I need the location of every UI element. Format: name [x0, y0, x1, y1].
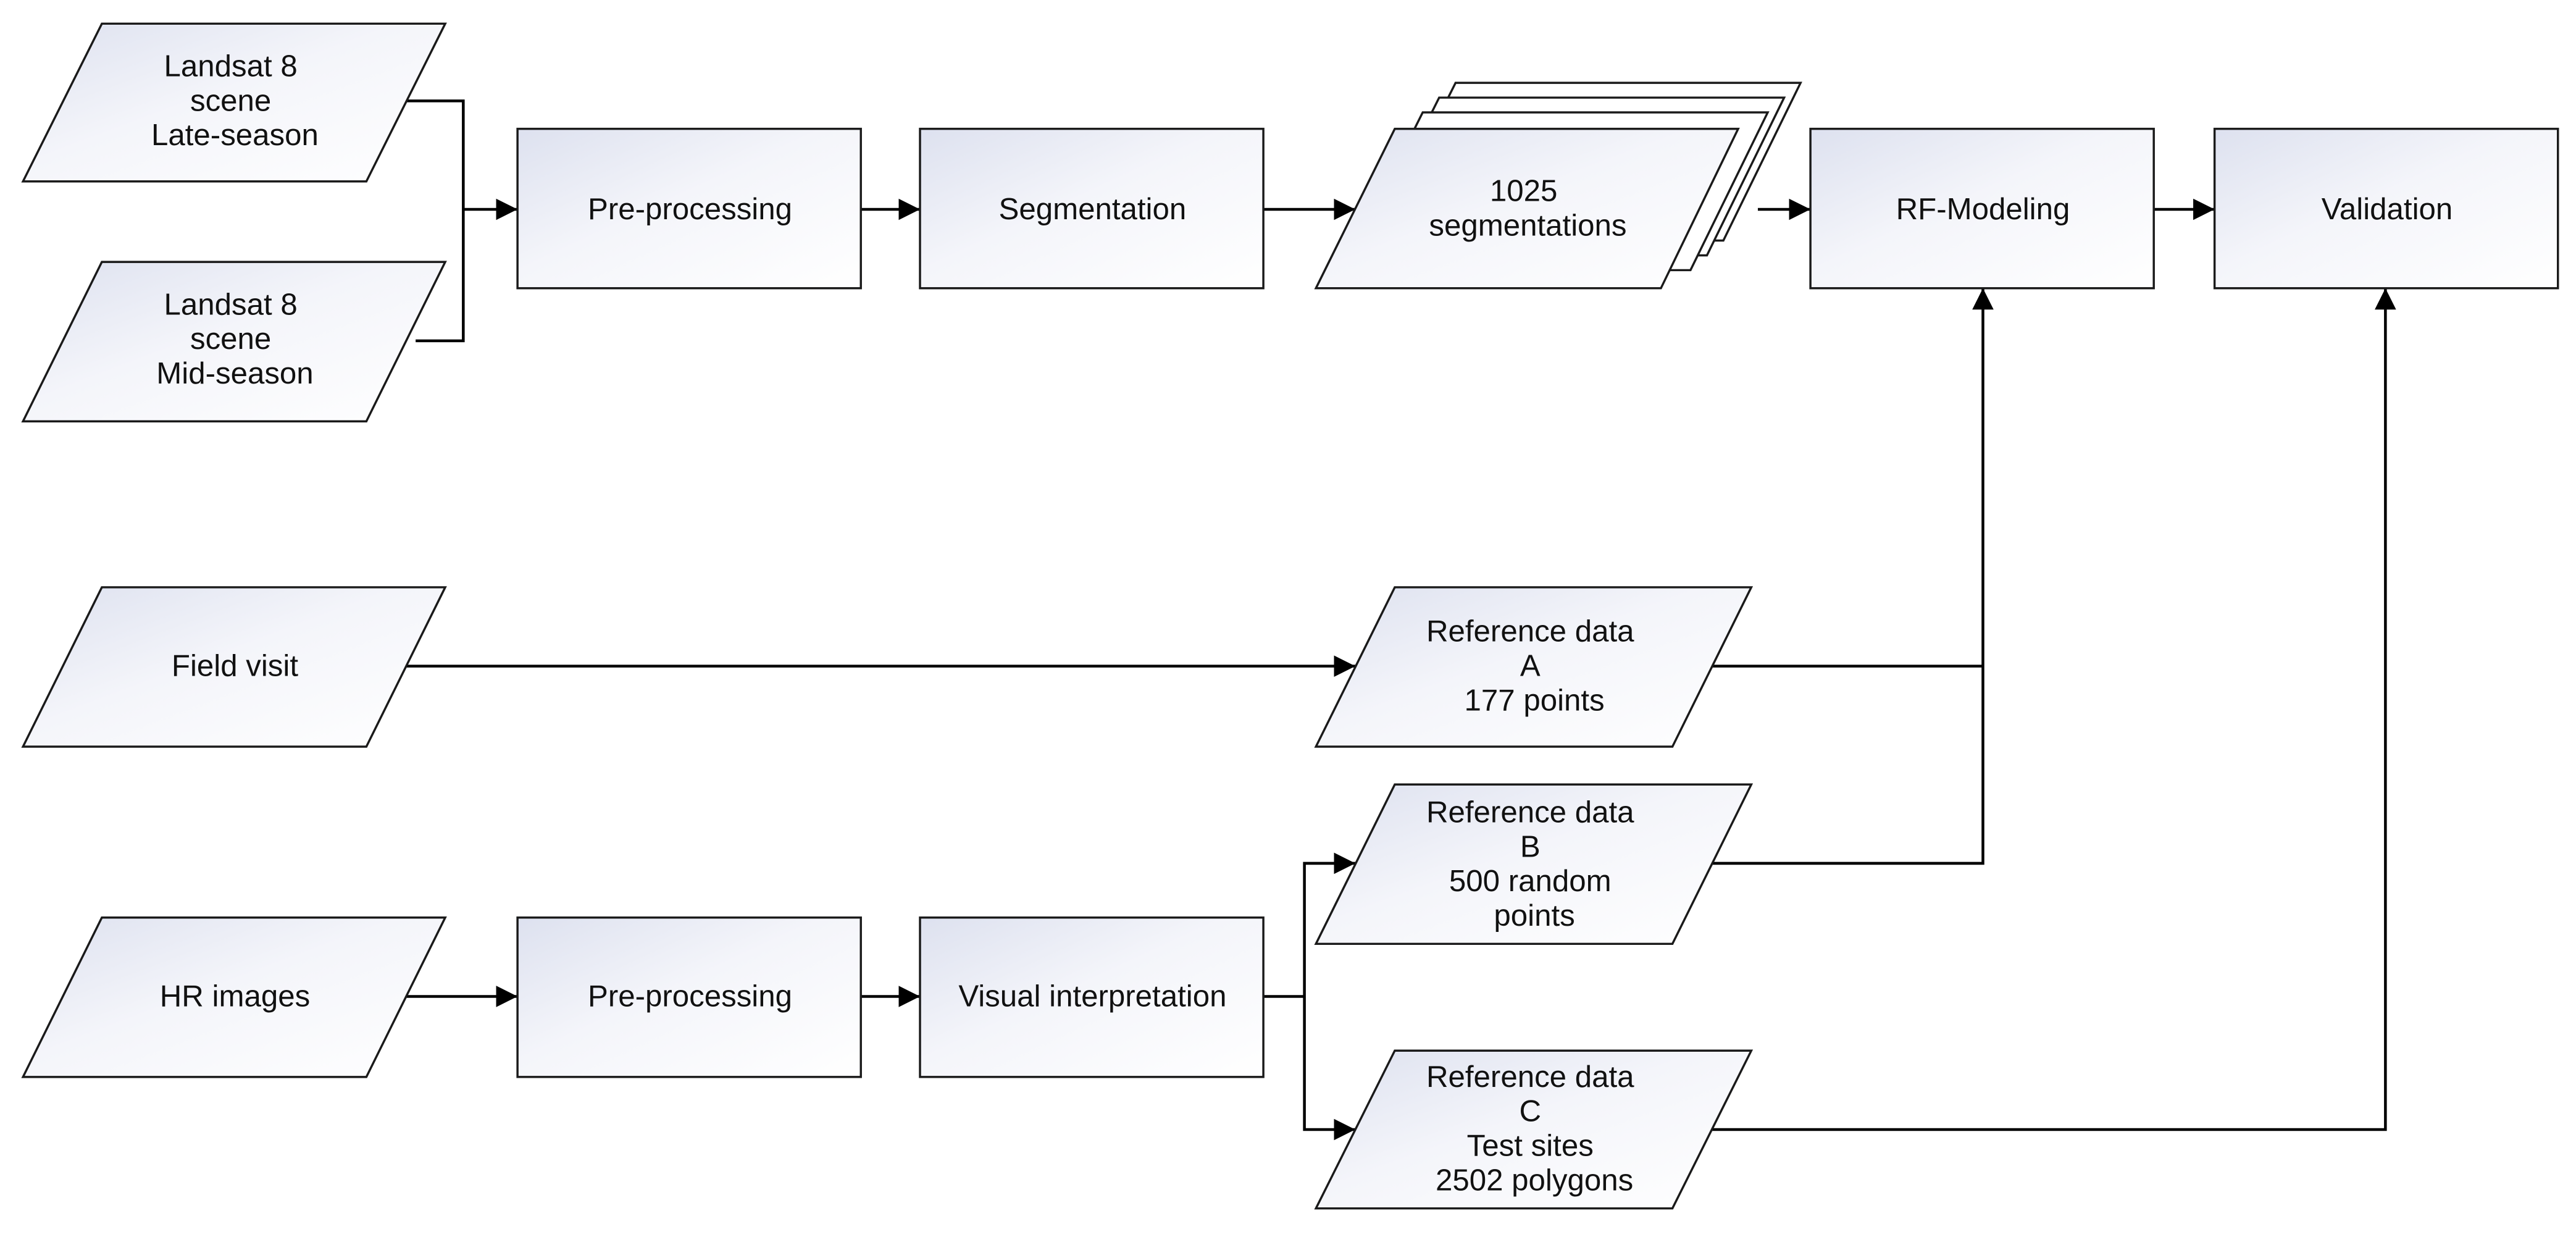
svg-text:Landsat 8 scene Mi: Landsat 8 scene Mid-season — [156, 287, 313, 390]
landsat-mid-line-2: scene — [190, 322, 271, 356]
node-landsat-late: Landsat 8 scene Late-season — [21, 22, 447, 183]
node-segmentation: Segmentation — [919, 127, 1265, 290]
reference-b-line-2: B — [1520, 829, 1541, 863]
node-field-visit: Field visit — [21, 586, 447, 748]
stack-sheet-front — [1314, 127, 1740, 290]
node-reference-a: Reference data A 177 points — [1314, 586, 1754, 748]
landsat-late-line-1: Landsat 8 — [164, 49, 298, 83]
reference-b-line-3: 500 random — [1449, 864, 1612, 898]
node-reference-c: Reference data C Test sites 2502 polygon… — [1314, 1049, 1754, 1210]
preprocessing-bottom-label: Pre-processing — [588, 979, 792, 1013]
validation-label: Validation — [2322, 192, 2453, 226]
edge-reference-c-to-validation — [1712, 288, 2396, 1131]
reference-a-line-1: Reference data — [1426, 614, 1634, 648]
connectors — [406, 99, 2396, 1141]
reference-c-line-2: C — [1519, 1094, 1541, 1128]
svg-text:Landsat 8 scene La: Landsat 8 scene Late-season — [151, 49, 319, 152]
svg-text:1025 segmentations: 1025 segmentations — [1429, 174, 1626, 243]
edge-landsat-late-bracket — [406, 99, 465, 343]
node-validation: Validation — [2213, 127, 2559, 290]
reference-c-line-3: Test sites — [1467, 1129, 1594, 1163]
node-hr-images: HR images — [21, 916, 447, 1078]
node-preprocessing-bottom: Pre-processing — [516, 916, 862, 1078]
reference-c-line-4: 2502 polygons — [1436, 1163, 1633, 1197]
reference-b-line-1: Reference data — [1426, 795, 1634, 829]
edge-visual-interpretation-to-reference-c — [1303, 996, 1356, 1141]
node-segmentations-1025: 1025 segmentations — [1314, 82, 1802, 290]
svg-text:Reference data A 1: Reference data A 177 points — [1426, 614, 1642, 718]
rf-modeling-label: RF-Modeling — [1896, 192, 2070, 226]
landsat-late-line-3: Late-season — [151, 118, 319, 152]
preprocessing-top-label: Pre-processing — [588, 192, 792, 226]
edge-reference-b-to-rf-modeling — [1712, 288, 1994, 865]
segmentations-line-1: 1025 — [1490, 174, 1558, 208]
landsat-late-line-2: scene — [190, 83, 271, 117]
segmentation-label: Segmentation — [999, 192, 1187, 226]
reference-a-line-2: A — [1520, 649, 1541, 683]
node-preprocessing-top: Pre-processing — [516, 127, 862, 290]
edge-visual-interpretation-to-reference-b — [1303, 852, 1356, 997]
svg-text:Reference data B 5: Reference data B 500 random points — [1426, 795, 1642, 933]
svg-text:Reference data C T: Reference data C Test sites 2502 polygon… — [1426, 1060, 1642, 1197]
landsat-mid-line-3: Mid-season — [156, 356, 313, 390]
node-visual-interpretation: Visual interpretation — [919, 916, 1265, 1078]
node-landsat-mid: Landsat 8 scene Mid-season — [21, 261, 447, 422]
segmentations-line-2: segmentations — [1429, 209, 1626, 243]
node-reference-b: Reference data B 500 random points — [1314, 783, 1754, 946]
landsat-mid-line-1: Landsat 8 — [164, 287, 298, 321]
hr-images-label: HR images — [160, 979, 310, 1013]
node-rf-modeling: RF-Modeling — [1809, 127, 2155, 290]
visual-interpretation-label: Visual interpretation — [958, 979, 1226, 1013]
reference-c-line-1: Reference data — [1426, 1060, 1634, 1094]
reference-b-line-4: points — [1494, 899, 1574, 933]
field-visit-label: Field visit — [172, 649, 298, 683]
reference-a-line-3: 177 points — [1465, 684, 1605, 718]
